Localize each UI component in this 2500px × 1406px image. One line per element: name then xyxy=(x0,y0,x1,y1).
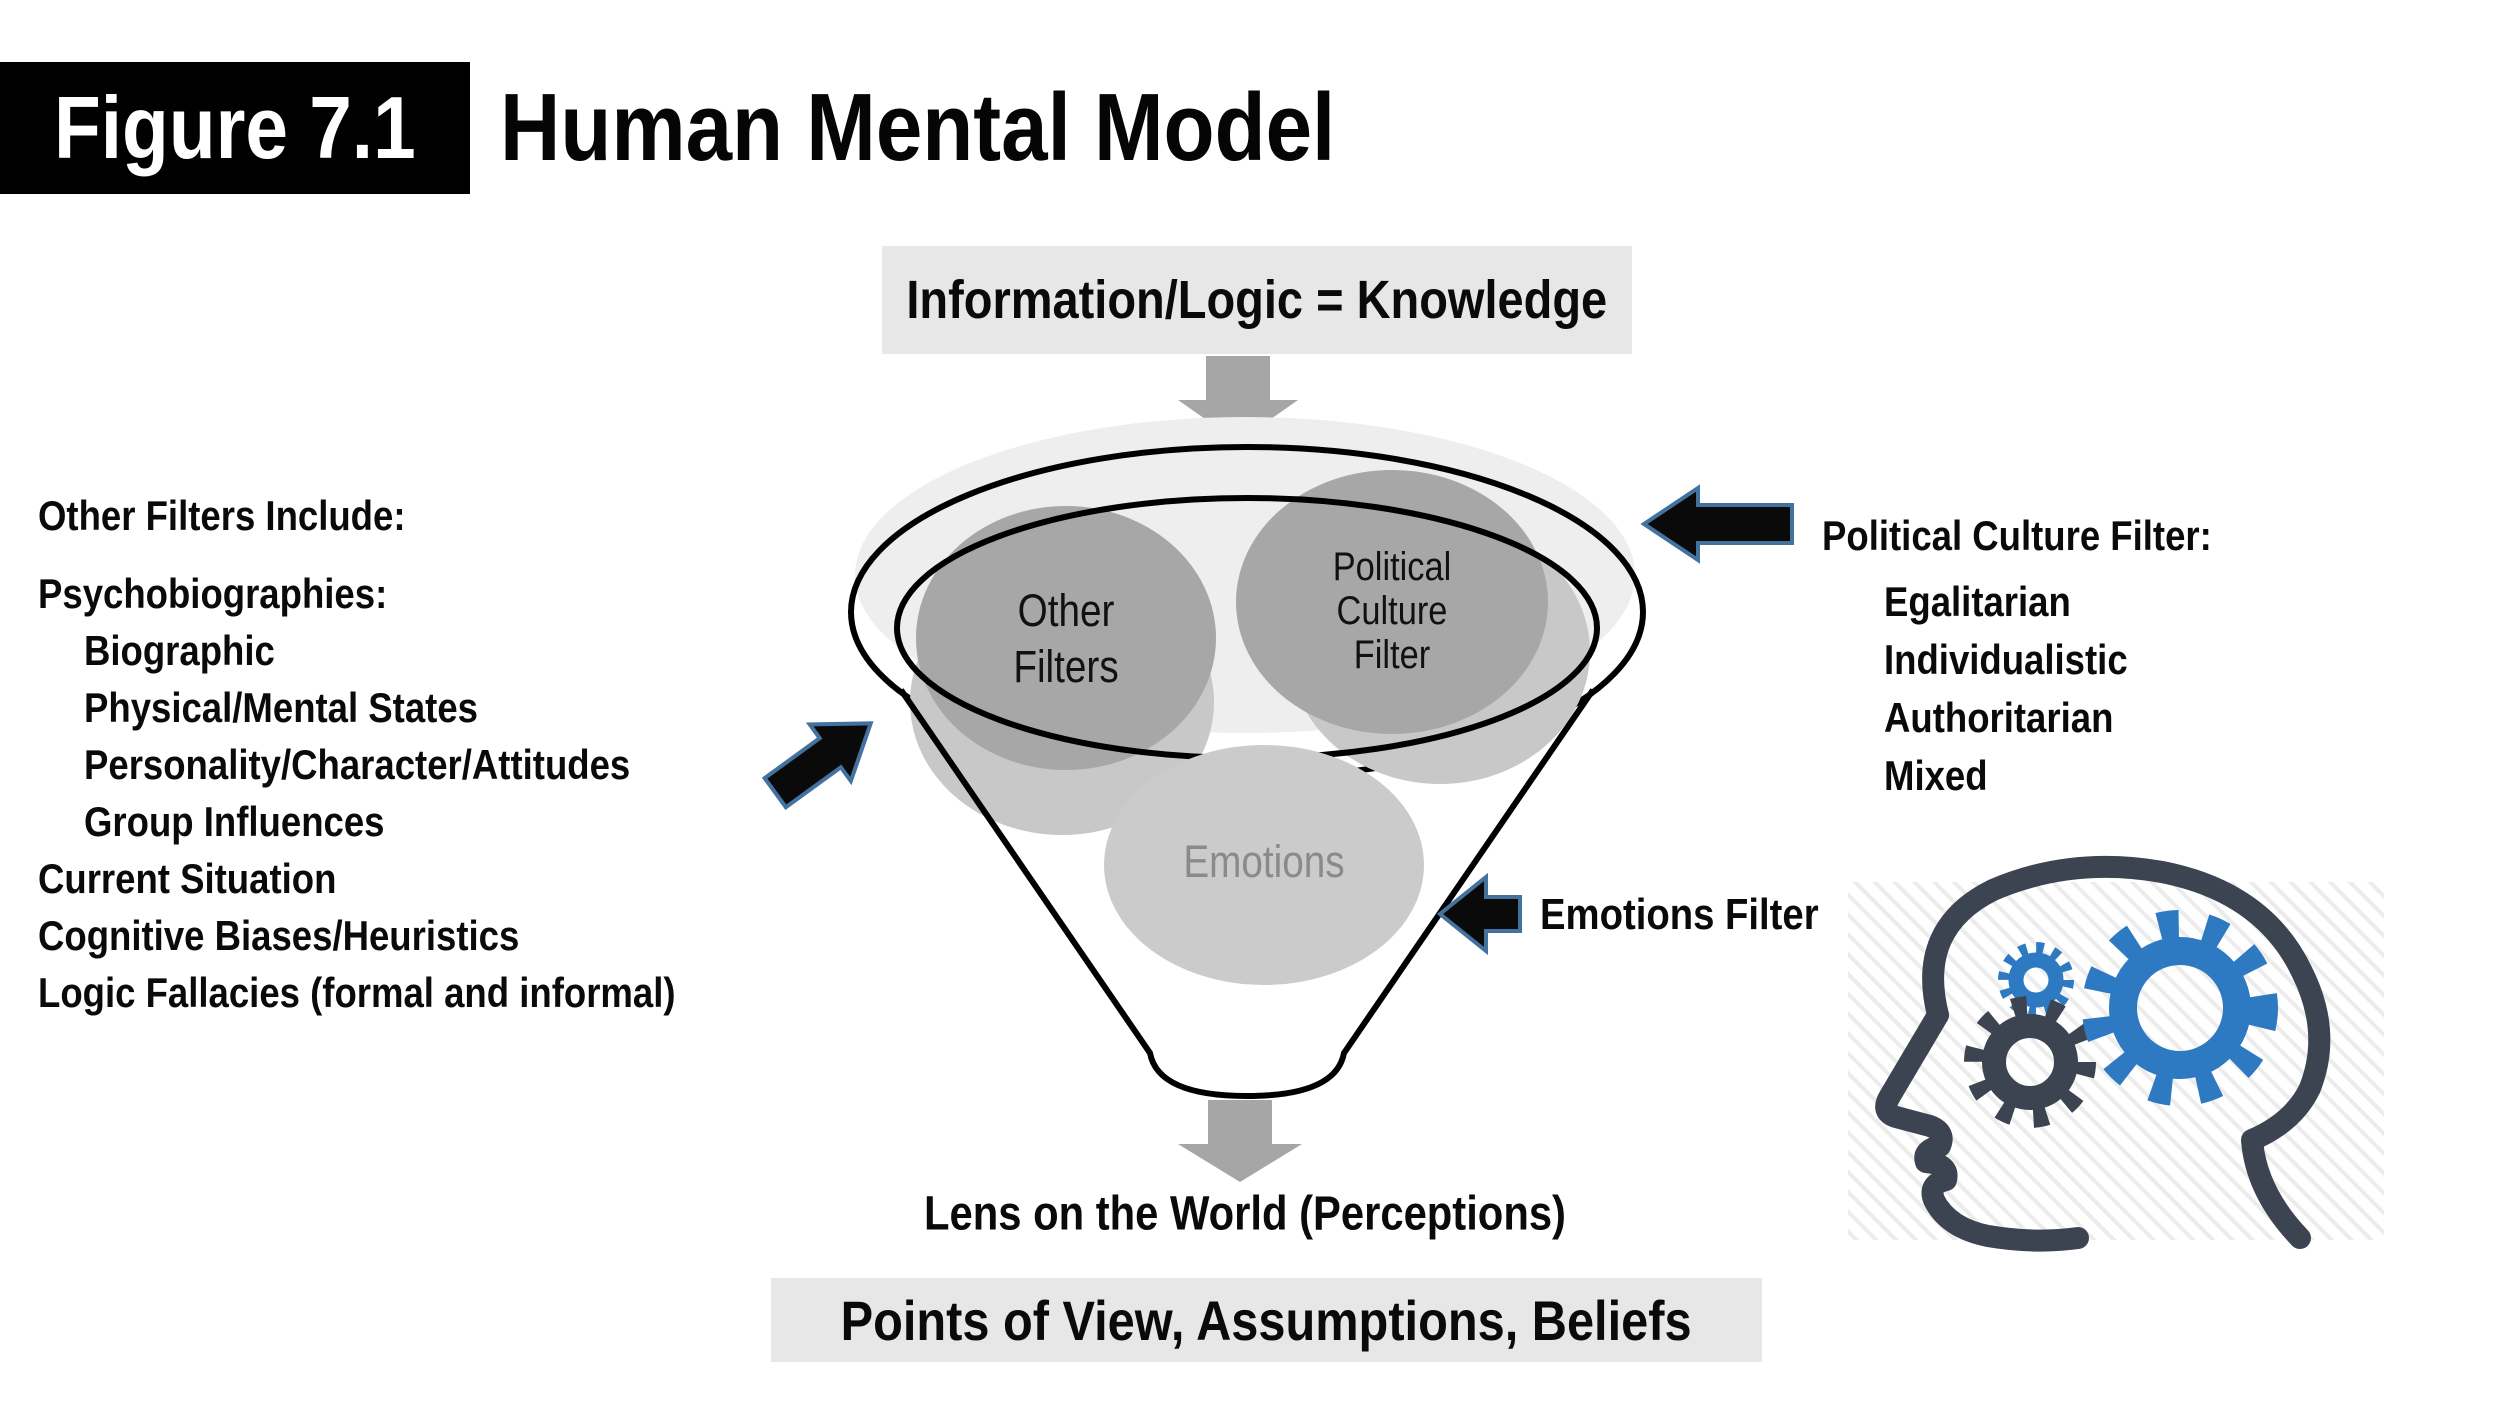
list-item: Group Influences xyxy=(84,798,385,845)
head-outline-face xyxy=(1875,1004,2089,1252)
emotions-filter-label: Emotions Filter xyxy=(1540,890,1819,939)
right-panel-heading: Political Culture Filter: xyxy=(1822,512,2212,559)
other-filters-label: Other Filters xyxy=(1013,585,1119,692)
output-arrow-down-icon xyxy=(1178,1100,1302,1182)
dark-gear-icon xyxy=(1964,996,2096,1128)
list-item: Current Situation xyxy=(38,855,337,902)
result-banner: Points of View, Assumptions, Beliefs xyxy=(771,1278,1762,1362)
list-item: Individualistic xyxy=(1884,636,2128,683)
emotions-ellipse xyxy=(1104,745,1424,985)
list-item: Logic Fallacies (formal and informal) xyxy=(38,969,676,1016)
emotions-filter-arrow-icon xyxy=(1436,872,1522,956)
list-item: Mixed xyxy=(1884,752,1988,799)
list-item: Egalitarian xyxy=(1884,578,2071,625)
list-item: Personality/Character/Attitudes xyxy=(84,741,631,788)
figure-label: Figure 7.1 xyxy=(54,78,416,177)
small-blue-gear-icon xyxy=(1998,942,2074,1018)
other-filters-ellipse xyxy=(916,506,1216,770)
other-filters-arrow-icon xyxy=(761,721,874,811)
list-item: Physical/Mental States xyxy=(84,684,478,731)
head-with-gears-icon xyxy=(1875,855,2331,1252)
political-culture-arrow-icon xyxy=(1640,484,1794,564)
list-item: Biographic xyxy=(84,627,275,674)
knowledge-banner-text: Information/Logic = Knowledge xyxy=(906,270,1608,330)
figure-label-box: Figure 7.1 xyxy=(0,62,470,194)
page-title: Human Mental Model xyxy=(500,74,1336,181)
left-panel-subheading: Psychobiographies: xyxy=(38,570,388,617)
political-culture-label: Political Culture Filter xyxy=(1332,545,1452,677)
list-item: Authoritarian xyxy=(1884,694,2114,741)
knowledge-banner: Information/Logic = Knowledge xyxy=(882,246,1632,354)
large-blue-gear-icon xyxy=(2082,910,2278,1106)
result-banner-text: Points of View, Assumptions, Beliefs xyxy=(841,1288,1692,1352)
lens-label: Lens on the World (Perceptions) xyxy=(924,1187,1566,1241)
funnel-cone-outline xyxy=(898,688,1596,1100)
political-culture-ellipse xyxy=(1236,470,1548,734)
head-outline-back xyxy=(1922,855,2331,1249)
left-panel-heading: Other Filters Include: xyxy=(38,492,406,539)
emotions-label: Emotions xyxy=(1183,836,1345,887)
list-item: Cognitive Biases/Heuristics xyxy=(38,912,520,959)
